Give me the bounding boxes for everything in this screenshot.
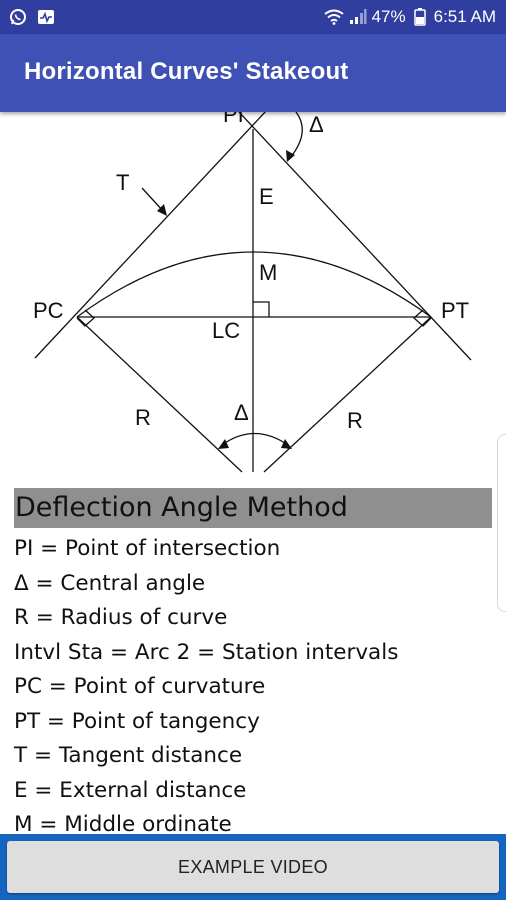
clock: 6:51 AM [433,7,496,26]
battery-percentage: 47% [371,7,406,26]
list-item: T = Tangent distance [14,743,243,768]
page-title: Horizontal Curves' Stakeout [24,58,349,85]
list-item: PT = Point of tangency [14,708,260,734]
list-item: E = External distance [14,777,247,803]
section-heading-text: Deflection Angle Method [15,492,348,523]
right-angle-pc [76,309,95,327]
scroll-edge-handle[interactable] [497,434,506,612]
section-heading: Deflection Angle Method [14,488,492,528]
delta-top-arrowhead [286,150,295,162]
activity-icon [36,7,56,27]
example-video-button[interactable]: EXAMPLE VIDEO [7,841,499,893]
app-bar: Horizontal Curves' Stakeout [0,34,506,112]
list-item: Δ = Central angle [14,570,206,596]
definitions-list: PI = Point of intersection Δ = Central a… [14,532,398,843]
list-item: Intvl Sta = Arc 2 = Station intervals [14,639,399,665]
right-angle-pt [413,309,432,327]
label-pt: PT [441,298,469,323]
status-bar: 47% 6:51 AM [0,0,506,34]
curve-diagram: PI Δ T E M PC PT LC R R Δ [33,112,472,473]
label-delta-bottom: Δ [234,400,249,425]
radius-line-right [263,316,432,473]
label-e: E [259,184,274,209]
delta-arc-top [289,112,303,159]
whatsapp-icon [8,7,28,27]
delta-bottom-arrowhead-right [281,439,292,449]
label-t: T [116,170,129,195]
battery-icon [410,7,430,27]
label-delta-top: Δ [309,112,324,137]
list-item: PI = Point of intersection [14,536,281,561]
label-m: M [259,260,277,285]
label-r-left: R [135,405,151,430]
right-angle-lc [253,301,270,317]
label-pi: PI [223,112,244,127]
t-arrowhead [157,204,167,216]
list-item: PC = Point of curvature [14,674,266,699]
delta-bottom-arrowhead-left [218,439,229,449]
signal-icon [348,7,368,27]
label-r-right: R [347,408,363,433]
list-item: M = Middle ordinate [14,812,232,837]
label-lc: LC [212,318,240,343]
list-item: R = Radius of curve [14,605,228,630]
delta-arc-bottom [221,432,289,446]
tangent-line-left [34,112,267,359]
curve-arc [76,251,432,318]
label-pc: PC [33,298,64,323]
tangent-line-right [238,112,472,361]
wifi-icon [323,7,344,27]
radius-line-left [76,316,243,473]
